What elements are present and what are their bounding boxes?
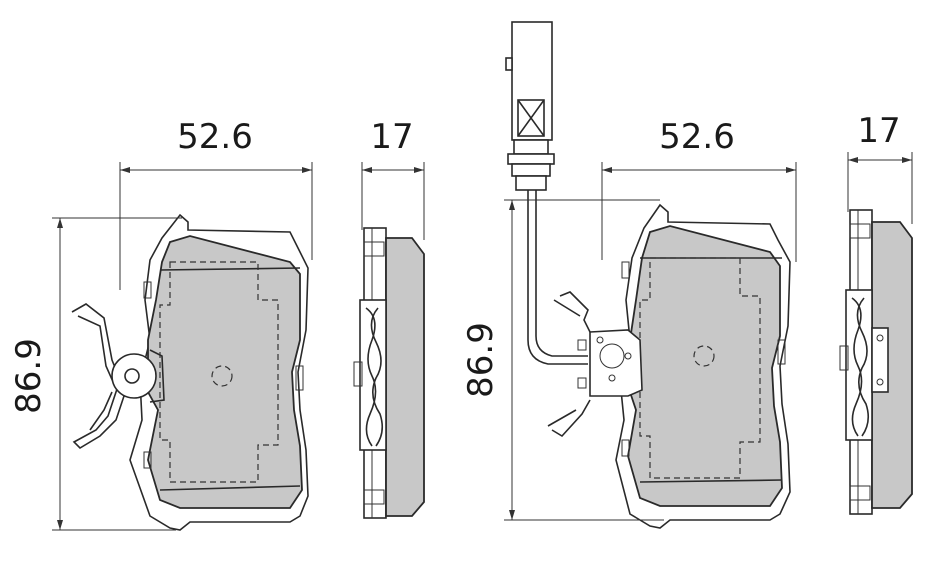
left-spring-clip <box>71 303 125 450</box>
right-pad-front-view <box>505 21 791 529</box>
right-side-friction <box>871 221 913 509</box>
left-clip-hub <box>111 353 157 399</box>
left-thickness-label: 17 <box>370 117 413 157</box>
right-width-dimension: 52.6 <box>601 117 797 262</box>
sensor-clip <box>589 329 643 397</box>
left-height-dimension: 86.9 <box>9 217 182 531</box>
left-side-friction <box>385 237 425 517</box>
right-sensor-tab <box>871 327 889 393</box>
right-height-dimension: 86.9 <box>461 199 664 521</box>
left-thickness-dimension: 17 <box>361 117 425 240</box>
right-thickness-dimension: 17 <box>847 111 913 224</box>
left-dashed-profile <box>159 261 279 483</box>
sensor-wire <box>527 190 588 365</box>
left-width-dimension: 52.6 <box>119 117 313 290</box>
right-width-label: 52.6 <box>659 117 735 157</box>
left-pad-front-view <box>71 213 309 531</box>
right-thickness-label: 17 <box>857 111 900 151</box>
right-height-label: 86.9 <box>461 322 501 398</box>
right-pad-side-view <box>839 209 913 515</box>
left-width-label: 52.6 <box>177 117 253 157</box>
left-height-label: 86.9 <box>9 338 49 414</box>
left-pad-side-view <box>353 227 425 519</box>
left-friction-pad <box>147 235 303 509</box>
